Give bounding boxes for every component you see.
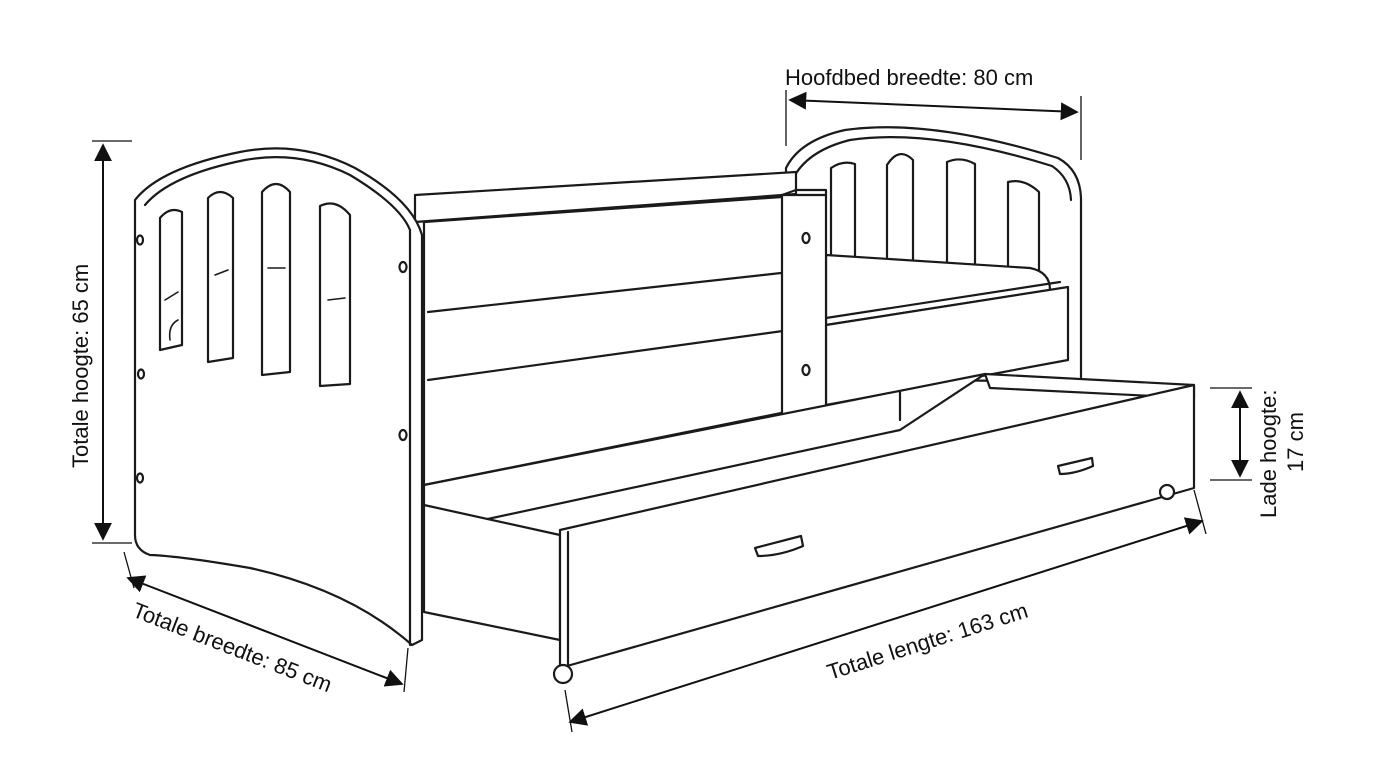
total-length-label: Totale lengte: 163 cm	[824, 598, 1031, 685]
drawer-height-label-line2: 17 cm	[1283, 412, 1308, 472]
headboard-bolt-1	[135, 234, 145, 246]
dimension-headboard-width: Hoofdbed breedte: 80 cm	[785, 65, 1082, 160]
front-slat-2	[206, 190, 235, 364]
wheel-front	[552, 663, 574, 685]
side-panel	[422, 194, 798, 542]
total-height-label: Totale hoogte: 65 cm	[68, 264, 93, 468]
bed-illustration	[133, 126, 1196, 685]
headboard-bolt-4	[398, 260, 408, 274]
back-slat-2	[885, 153, 915, 272]
post-bolt-top	[801, 231, 811, 245]
headboard-bolt-5	[398, 428, 408, 442]
back-slat-4	[1006, 180, 1041, 276]
dimension-drawer-height: Lade hoogte: 17 cm	[1210, 387, 1308, 518]
front-slat-3	[260, 182, 292, 377]
front-headboard	[133, 147, 424, 647]
drawer-height-label-line1: Lade hoogte:	[1256, 390, 1281, 518]
guard-rail	[780, 188, 1070, 417]
drawer-handle-side	[1056, 456, 1095, 476]
headboard-bolt-3	[135, 472, 145, 484]
front-slat-4	[318, 202, 352, 388]
post-bolt-bottom	[801, 363, 811, 377]
dimension-total-height: Totale hoogte: 65 cm	[68, 140, 132, 544]
back-slat-1	[829, 161, 857, 272]
front-slat-1	[158, 208, 184, 352]
wheel-back	[1158, 483, 1176, 501]
headboard-width-label: Hoofdbed breedte: 80 cm	[785, 65, 1033, 90]
guard-post	[780, 193, 828, 417]
headboard-bolt-2	[136, 368, 146, 380]
back-slat-3	[945, 158, 977, 274]
